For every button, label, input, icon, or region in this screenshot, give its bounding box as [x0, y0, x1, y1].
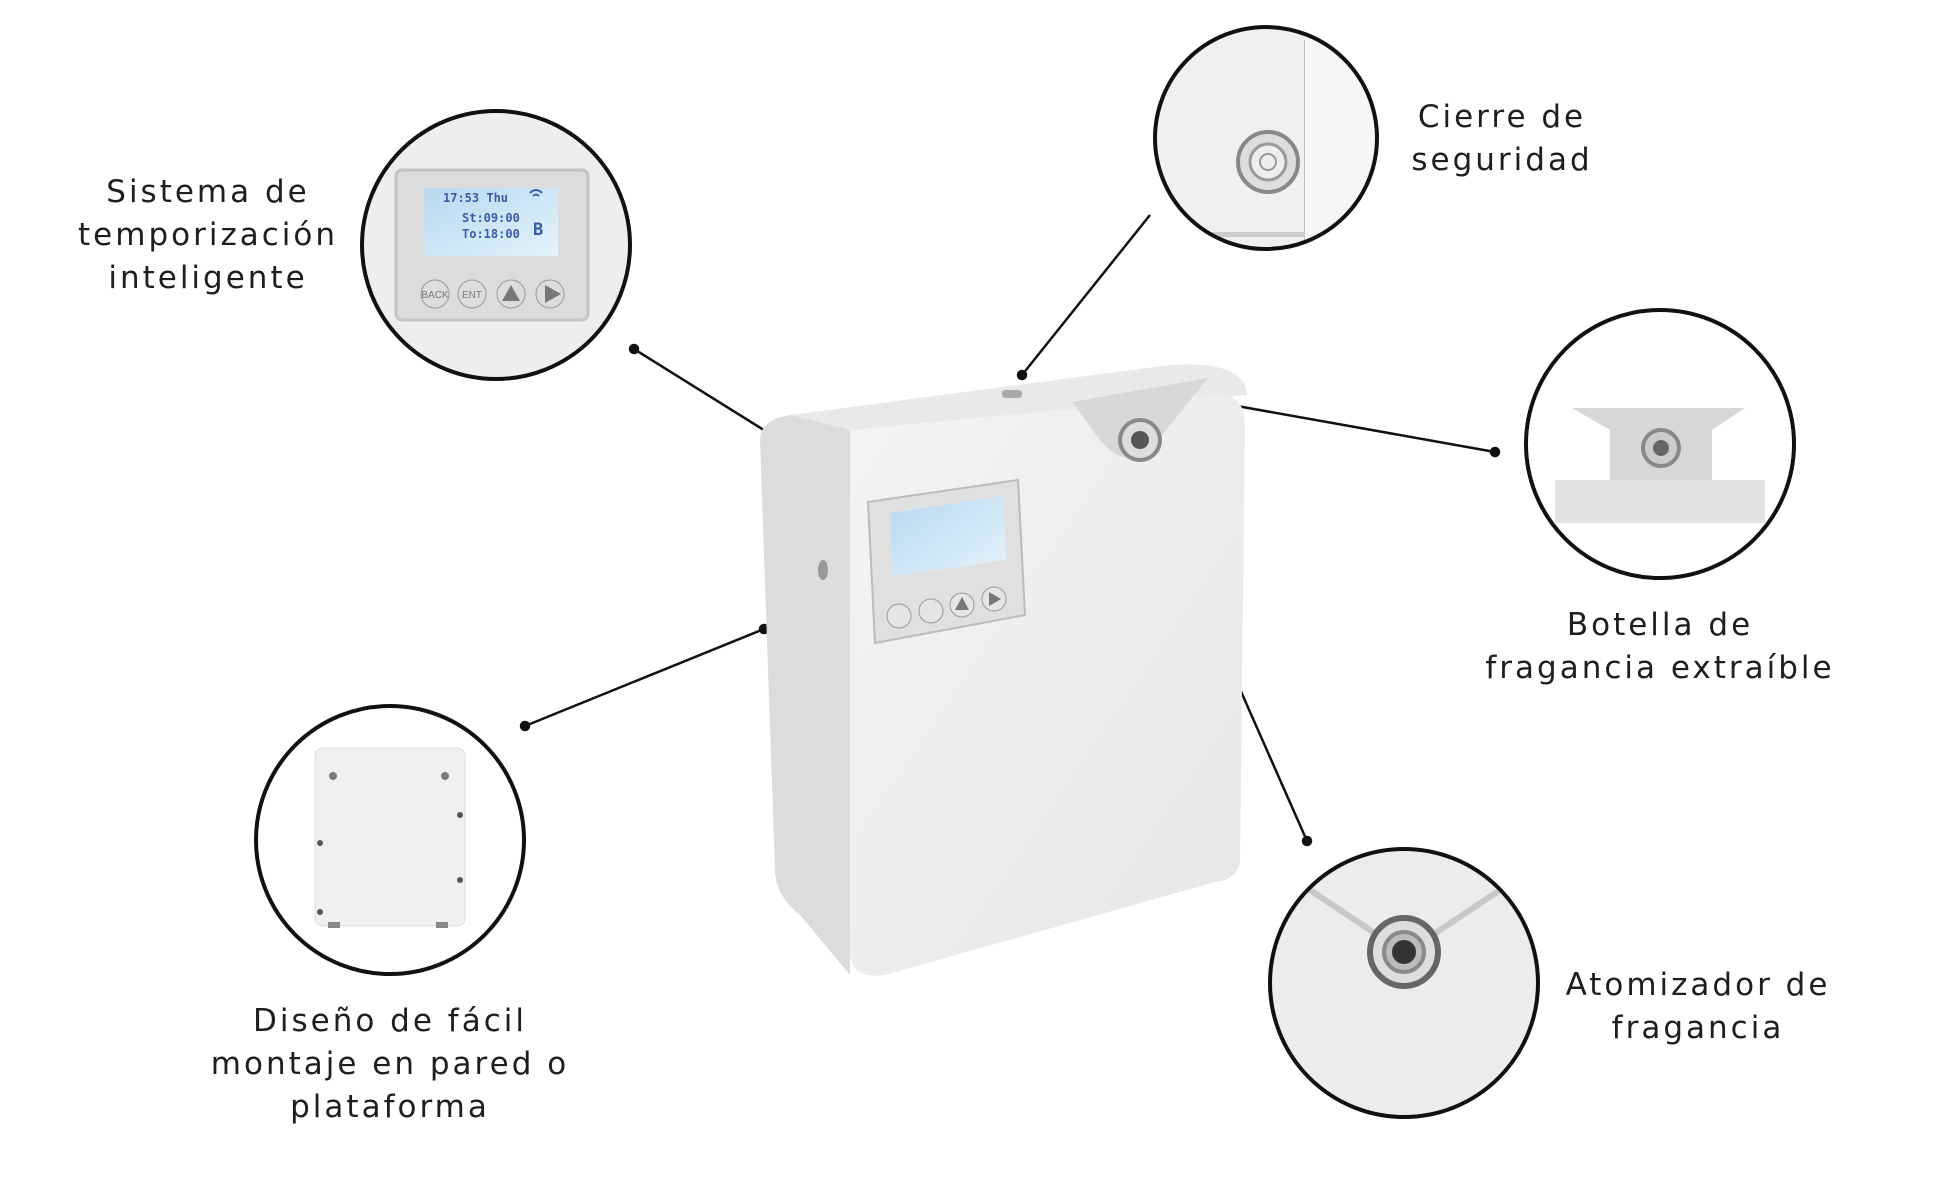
- back-button-label: BACK: [421, 290, 449, 301]
- lcd-mode: B: [533, 220, 543, 240]
- feature-label-lock: Cierre de seguridad: [1411, 96, 1592, 182]
- lcd-time: 17:53 Thu: [443, 191, 508, 205]
- label-line: Cierre de: [1417, 99, 1587, 135]
- label-line: fragancia extraíble: [1485, 650, 1835, 686]
- wall-mount-closeup: [257, 707, 523, 973]
- label-line: seguridad: [1411, 142, 1593, 178]
- lcd-end: To:18:00: [462, 227, 520, 241]
- feature-label-timer: Sistema de temporización inteligente: [78, 171, 338, 300]
- ent-button-label: ENT: [462, 290, 482, 301]
- atomizer-closeup: [1271, 850, 1537, 1116]
- label-line: Atomizador de: [1565, 967, 1831, 1003]
- label-line: inteligente: [108, 260, 308, 296]
- right-arrow-icon: [545, 285, 561, 303]
- feature-label-atomizer: Atomizador de fragancia: [1566, 964, 1831, 1050]
- up-arrow-icon: [502, 285, 520, 301]
- label-line: montaje en pared o: [210, 1046, 570, 1082]
- feature-label-bottle: Botella de fragancia extraíble: [1485, 604, 1834, 690]
- bottle-closeup: [1527, 311, 1793, 577]
- feature-label-mount: Diseño de fácil montaje en pared o plata…: [211, 1000, 569, 1129]
- label-line: Botella de: [1566, 607, 1754, 643]
- timer-closeup: 17:53 Thu St:09:00 To:18:00 B BACK ENT: [363, 112, 629, 378]
- label-line: temporización: [78, 217, 338, 253]
- label-line: plataforma: [290, 1089, 490, 1125]
- diffuser-device: [760, 364, 1247, 976]
- label-line: fragancia: [1611, 1010, 1785, 1046]
- lcd-start: St:09:00: [462, 211, 520, 225]
- label-line: Diseño de fácil: [253, 1003, 527, 1039]
- label-line: Sistema de: [106, 174, 310, 210]
- wifi-icon: [529, 189, 543, 197]
